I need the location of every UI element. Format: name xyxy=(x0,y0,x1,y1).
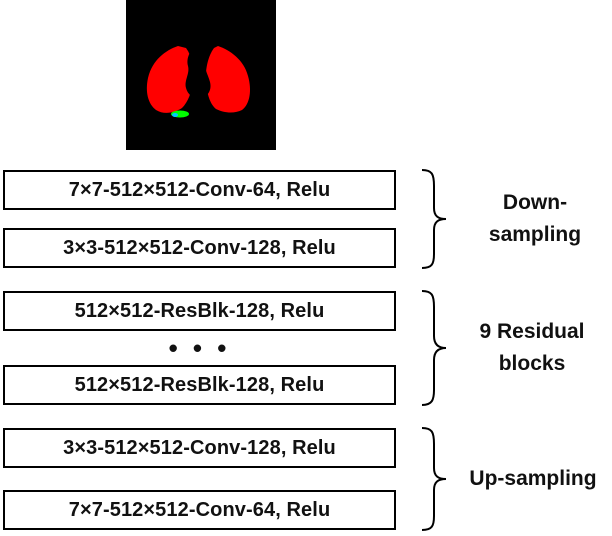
layer-box-up2: 7×7-512×512-Conv-64, Relu xyxy=(3,490,396,530)
layer-label-down1: 7×7-512×512-Conv-64, Relu xyxy=(68,178,331,201)
layer-label-res2: 512×512-ResBlk-128, Relu xyxy=(74,373,325,396)
lesion-marker-alt xyxy=(172,113,178,117)
layer-box-down1: 7×7-512×512-Conv-64, Relu xyxy=(3,170,396,210)
brace-down xyxy=(421,169,447,269)
brace-up xyxy=(421,427,447,531)
group-braces xyxy=(421,169,447,531)
left-lung xyxy=(146,46,194,113)
layer-box-res1: 512×512-ResBlk-128, Relu xyxy=(3,291,396,331)
mediastinum xyxy=(185,44,211,99)
layer-label-res1: 512×512-ResBlk-128, Relu xyxy=(74,299,325,322)
lung-segmentation-image xyxy=(126,0,276,150)
group-label-residual-line1: 9 Residual xyxy=(479,320,585,343)
group-label-down-line2: sampling xyxy=(488,223,582,246)
group-label-down: Down- sampling xyxy=(470,187,600,251)
brace-residual xyxy=(421,290,447,406)
group-label-up-line1: Up-sampling xyxy=(469,467,597,490)
group-label-down-line1: Down- xyxy=(502,191,568,214)
group-label-residual-line2: blocks xyxy=(498,352,566,375)
layer-label-up2: 7×7-512×512-Conv-64, Relu xyxy=(68,498,331,521)
layer-label-up1: 3×3-512×512-Conv-128, Relu xyxy=(63,436,336,459)
layer-box-up1: 3×3-512×512-Conv-128, Relu xyxy=(3,428,396,468)
layer-box-res2: 512×512-ResBlk-128, Relu xyxy=(3,365,396,405)
group-label-residual: 9 Residual blocks xyxy=(462,316,602,380)
right-lung xyxy=(205,46,250,113)
group-label-up: Up-sampling xyxy=(457,463,609,495)
ellipsis-dots: • • • xyxy=(168,333,231,363)
layer-label-down2: 3×3-512×512-Conv-128, Relu xyxy=(63,236,336,259)
lung-mask-svg xyxy=(126,0,276,150)
layer-box-down2: 3×3-512×512-Conv-128, Relu xyxy=(3,228,396,268)
